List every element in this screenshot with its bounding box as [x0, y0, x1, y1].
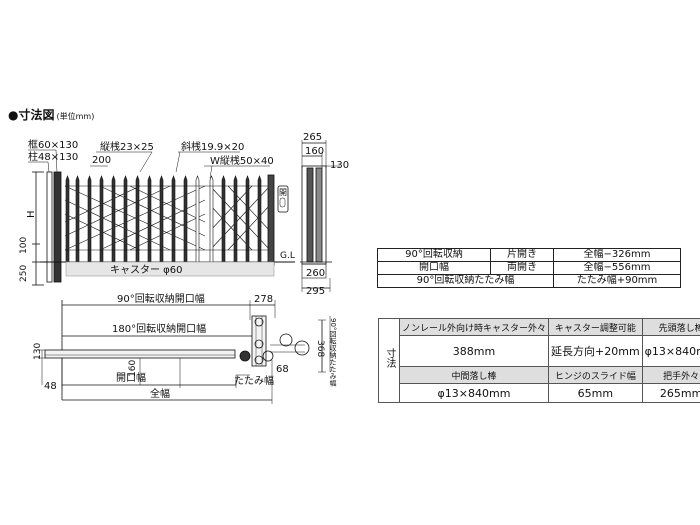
- t2-v1: 388mm: [398, 335, 550, 367]
- t2-side-text: 寸法: [384, 347, 395, 368]
- side-dim-295: 295: [306, 286, 325, 297]
- picket-8: [159, 175, 164, 263]
- t2-v3: φ13×840mm: [641, 335, 700, 367]
- ground-label: G.L: [280, 251, 295, 261]
- height-label: H: [26, 210, 37, 218]
- picket-1: [75, 175, 80, 263]
- dim-100: 100: [19, 237, 29, 254]
- t1-r1c1: 90°回転収納: [377, 248, 491, 262]
- t1-r2c3: 全幅−556mm: [553, 261, 681, 275]
- t1-r2c1: 開口幅: [377, 261, 491, 275]
- picket-4: [111, 175, 116, 263]
- side-view: [277, 140, 340, 292]
- w-vertical-bar-label: W縦桟50×40: [210, 154, 274, 167]
- gate-post: [46, 171, 53, 283]
- rot180-width-label: 180°回転収納開口幅: [112, 322, 206, 335]
- plan-dim-130: 130: [33, 343, 43, 360]
- post-label: 柱48×130: [28, 150, 78, 163]
- plan-dim-160: 160: [128, 360, 138, 377]
- picket-13: [221, 175, 226, 263]
- t1-r3c3: たたみ幅+90mm: [553, 274, 681, 288]
- caster-label: キャスター φ60: [110, 264, 183, 276]
- total-width-label: 全幅: [150, 387, 170, 400]
- side-dim-265: 265: [303, 132, 322, 143]
- t2-side-label: 寸法: [378, 318, 400, 403]
- plan-dim-68: 68: [276, 364, 289, 375]
- plan-dim-278: 278: [254, 294, 273, 305]
- picket-9: [171, 175, 176, 263]
- picket-15: [245, 175, 250, 263]
- t2-v2: 延長方向+20mm: [548, 335, 643, 367]
- picket-7: [147, 175, 152, 263]
- opening-width-label: 開口幅: [116, 371, 146, 384]
- plan-view: [38, 300, 331, 404]
- picket-5: [123, 175, 128, 263]
- gate-frame: [53, 171, 62, 283]
- vertical-bar-label: 縦桟23×25: [100, 140, 154, 153]
- t2-h4: 中間落し棒: [398, 366, 550, 384]
- frame-label: 框60×130: [28, 138, 78, 151]
- rotation-spec-table: 90°回転収納 片開き 全幅−326mm 開口幅 両開き 全幅−556mm 90…: [377, 248, 681, 288]
- front-view: [28, 149, 295, 286]
- plan-dim-368: 368: [315, 340, 325, 357]
- t2-v6: 265mm: [641, 383, 700, 403]
- t2-v4: φ13×840mm: [398, 383, 550, 403]
- picket-0: [65, 175, 70, 263]
- open-sign-plate: [277, 185, 289, 213]
- t2-v5: 65mm: [548, 383, 643, 403]
- rot90-width-label: 90°回転収納開口幅: [117, 292, 205, 305]
- t1-r1c2: 片開き: [490, 248, 554, 262]
- t1-r1c3: 全幅−326mm: [553, 248, 681, 262]
- unit-note: (単位mm): [56, 112, 95, 121]
- end-post: [267, 174, 275, 266]
- picket-14: [233, 175, 238, 263]
- open-sign-label: 開: [279, 188, 287, 197]
- plan-dim-48: 48: [44, 381, 57, 392]
- t2-h6: 把手外々: [641, 366, 700, 384]
- side-dim-130: 130: [330, 160, 349, 171]
- picket-3: [99, 175, 104, 263]
- section-title: ●寸法図: [8, 108, 55, 122]
- bar-pitch-label: 200: [92, 155, 111, 166]
- plan-rail: [44, 349, 236, 359]
- side-dim-160: 160: [305, 146, 324, 157]
- picket-12: [209, 175, 214, 263]
- t2-h1: ノンレール外向け時キャスター外々: [398, 318, 550, 336]
- t1-r3c1: 90°回転収納たたみ幅: [377, 274, 554, 288]
- t2-h5: ヒンジのスライド幅: [548, 366, 643, 384]
- caster-band: [65, 261, 275, 277]
- folded-width-label: たたみ幅: [234, 374, 274, 387]
- t1-r2c2: 両開き: [490, 261, 554, 275]
- picket-6: [135, 175, 140, 263]
- rot90-folded-label: 90°回転収納たたみ幅: [329, 318, 337, 388]
- side-dim-260: 260: [306, 268, 325, 279]
- dim-250: 250: [19, 265, 29, 282]
- folded-pack: [251, 315, 267, 367]
- diagonal-bar-label: 斜桟19.9×20: [181, 140, 244, 153]
- picket-16: [257, 175, 262, 263]
- t2-h3: 先頭落し棒: [641, 318, 700, 336]
- t2-h2: キャスター調整可能: [548, 318, 643, 336]
- dimension-spec-table: 寸法 ノンレール外向け時キャスター外々 キャスター調整可能 先頭落し棒 388m…: [378, 318, 700, 403]
- picket-10: [183, 175, 188, 263]
- picket-11: [195, 175, 200, 263]
- section-heading: ●寸法図(単位mm): [8, 106, 94, 123]
- picket-2: [87, 175, 92, 263]
